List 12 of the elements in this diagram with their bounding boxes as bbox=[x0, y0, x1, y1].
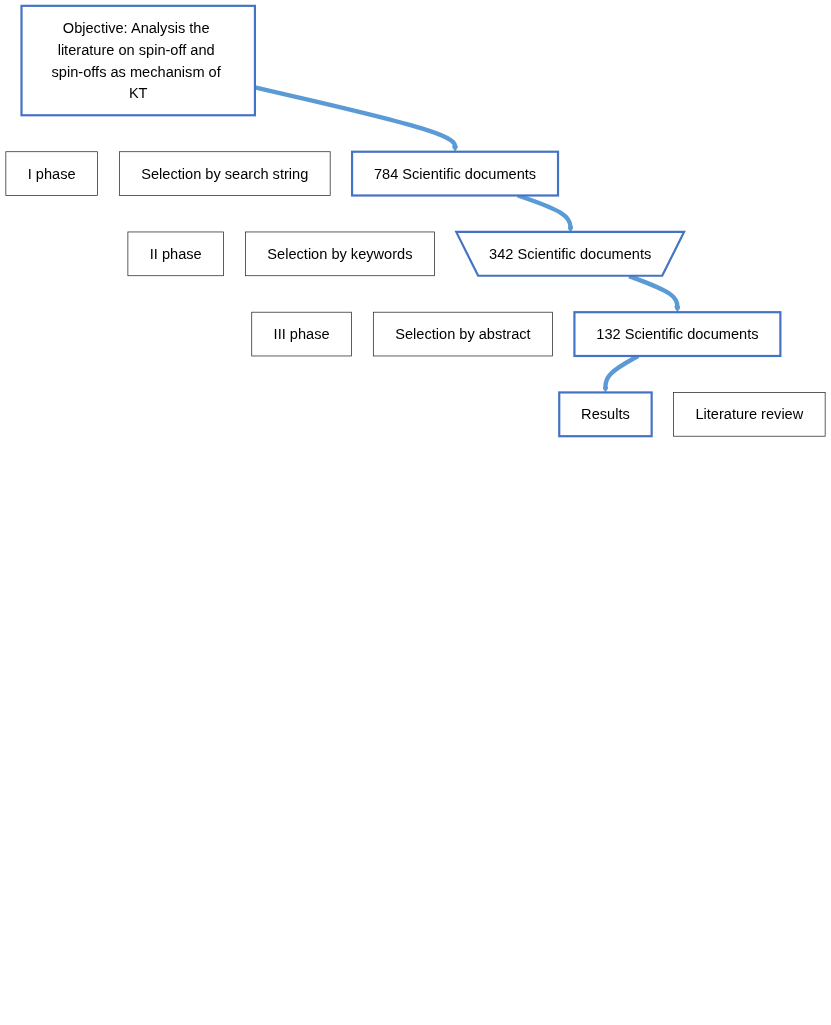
node-box: I phase bbox=[5, 151, 98, 196]
node-box: Objective: Analysis the literature on spin-off and spin-offs as mechanism of KT bbox=[20, 4, 256, 117]
arrow bbox=[254, 85, 459, 152]
node-box: Selection by keywords bbox=[245, 231, 435, 277]
node-box: II phase bbox=[127, 231, 224, 277]
node-box: Literature review bbox=[673, 392, 826, 437]
node-box: 132 Scientific documents bbox=[573, 311, 782, 358]
node-box: Results bbox=[558, 391, 653, 438]
node-box: Selection by search string bbox=[119, 151, 331, 196]
node-box: 784 Scientific documents bbox=[350, 150, 560, 197]
node-box: III phase bbox=[251, 311, 352, 357]
node-box: Selection by abstract bbox=[372, 311, 553, 357]
